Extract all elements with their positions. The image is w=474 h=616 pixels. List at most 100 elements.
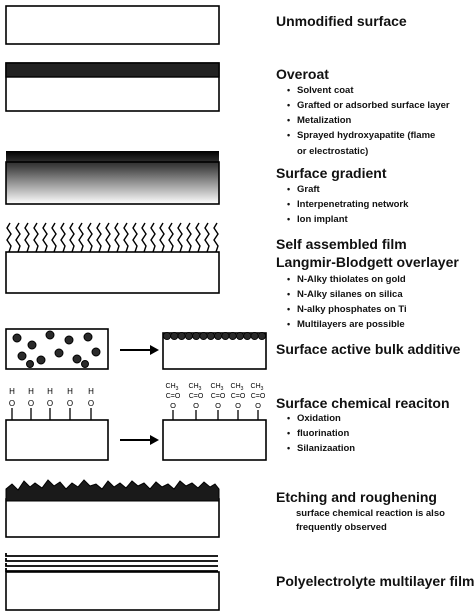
- sam-chain: [150, 222, 156, 253]
- surface-bead: [235, 331, 244, 340]
- methyl-subscript: 3: [241, 386, 244, 392]
- sam-chain: [195, 222, 201, 253]
- sam-chain: [15, 222, 21, 253]
- surface-bead: [162, 331, 171, 340]
- surface-bead: [206, 331, 215, 340]
- title-surface-gradient: Surface gradient: [276, 165, 387, 181]
- etching-note: surface chemical reaction is also freque…: [296, 508, 445, 533]
- pem-substrate: [5, 571, 220, 611]
- title-unmodified-surface: Unmodified surface: [276, 13, 407, 29]
- sam-chain: [105, 222, 111, 253]
- sam-chain: [177, 222, 183, 253]
- oxygen-label: O: [235, 401, 241, 410]
- surface-bead: [199, 331, 208, 340]
- methyl-label: CH3: [251, 383, 264, 392]
- oxygen-label: O: [215, 401, 221, 410]
- surface-bead: [192, 331, 201, 340]
- carbonyl-label: C=O: [189, 393, 204, 400]
- surface-bead: [221, 331, 230, 340]
- oxygen-label: O: [193, 401, 199, 410]
- sam-chain: [168, 222, 174, 253]
- surface-bead: [257, 331, 266, 340]
- pem-layers: [5, 553, 218, 572]
- arrow-2: [120, 435, 159, 445]
- pem-strand: [5, 563, 218, 567]
- reaction-substrate-after: [162, 419, 267, 461]
- methyl-subscript: 3: [199, 386, 202, 392]
- methyl-subscript: 3: [221, 386, 224, 392]
- carbonyl-label: C=O: [211, 393, 226, 400]
- title-surface-chemical-reaction: Surface chemical reaciton: [276, 395, 450, 411]
- hydrogen-label: H: [88, 387, 94, 396]
- reaction-bullets: Oxidation fluorination Silanizaation: [287, 411, 355, 456]
- roughened-layer: [5, 479, 220, 502]
- sam-chain: [33, 222, 39, 253]
- oxygen-label: O: [255, 401, 261, 410]
- unmodified-substrate: [5, 5, 220, 45]
- surface-bead: [228, 331, 237, 340]
- sam-chain: [213, 222, 219, 253]
- sam-chain: [186, 222, 192, 253]
- surface-bead: [177, 331, 186, 340]
- gradient-layer: [6, 151, 219, 204]
- bullet-item: N-Alky silanes on silica: [287, 287, 407, 302]
- hydrogen-label: H: [9, 387, 15, 396]
- sam-chain: [132, 222, 138, 253]
- overcoat-layer: [5, 62, 220, 78]
- sam-chains: [6, 222, 219, 253]
- title-etching-roughening: Etching and roughening: [276, 489, 437, 505]
- hydrogen-label: H: [67, 387, 73, 396]
- bullet-item: Silanizaation: [287, 441, 355, 456]
- oxygen-label: O: [88, 399, 94, 408]
- carbonyl-label: C=O: [251, 393, 266, 400]
- methyl-label: CH3: [166, 383, 179, 392]
- methyl-label: CH3: [211, 383, 224, 392]
- gradient-substrate: [5, 161, 220, 205]
- overcoat-bullets: Solvent coat Grafted or adsorbed surface…: [287, 83, 450, 143]
- pem-strand: [5, 553, 218, 557]
- oxygen-label: O: [67, 399, 73, 408]
- surface-bead: [170, 331, 179, 340]
- methyl-label: CH3: [189, 383, 202, 392]
- arrow-1: [120, 345, 159, 355]
- sam-bullets: N-Alky thiolates on gold N-Alky silanes …: [287, 272, 407, 332]
- etched-substrate: [5, 498, 220, 538]
- sam-chain: [24, 222, 30, 253]
- reaction-substrate-before: [5, 419, 109, 461]
- methyl-label: CH3: [231, 383, 244, 392]
- bullet-item: Multilayers are possible: [287, 317, 407, 332]
- bullet-item: Oxidation: [287, 411, 355, 426]
- hydrogen-label: H: [28, 387, 34, 396]
- methyl-subscript: 3: [176, 386, 179, 392]
- pem-strand: [5, 558, 218, 562]
- sam-chain: [87, 222, 93, 253]
- bullet-item: N-Alky thiolates on gold: [287, 272, 407, 287]
- sam-chain: [42, 222, 48, 253]
- oxygen-label: O: [170, 401, 176, 410]
- sam-chain: [6, 222, 12, 253]
- surface-bead: [184, 331, 193, 340]
- oxygen-label: O: [47, 399, 53, 408]
- bullet-item: Ion implant: [287, 212, 408, 227]
- methyl-subscript: 3: [261, 386, 264, 392]
- hydrogen-label: H: [47, 387, 53, 396]
- sam-chain: [141, 222, 147, 253]
- sam-chain: [96, 222, 102, 253]
- title-surface-active-bulk-additive: Surface active bulk additive: [276, 341, 461, 357]
- pem-strand: [5, 568, 218, 572]
- sam-chain: [123, 222, 129, 253]
- title-self-assembled-film: Self assembled film: [276, 236, 407, 252]
- bullet-item: Grafted or adsorbed surface layer: [287, 98, 450, 113]
- sam-chain: [51, 222, 57, 253]
- sam-chain: [159, 222, 165, 253]
- carbonyl-label: C=O: [231, 393, 246, 400]
- bullet-continuation: or electrostatic): [297, 146, 369, 157]
- gradient-bullets: Graft Interpenetrating network Ion impla…: [287, 182, 408, 227]
- oxygen-label: O: [9, 399, 15, 408]
- title-overcoat: Overoat: [276, 66, 329, 82]
- surface-beads: [162, 331, 266, 340]
- bullet-item: N-alky phosphates on Ti: [287, 302, 407, 317]
- sam-chain: [78, 222, 84, 253]
